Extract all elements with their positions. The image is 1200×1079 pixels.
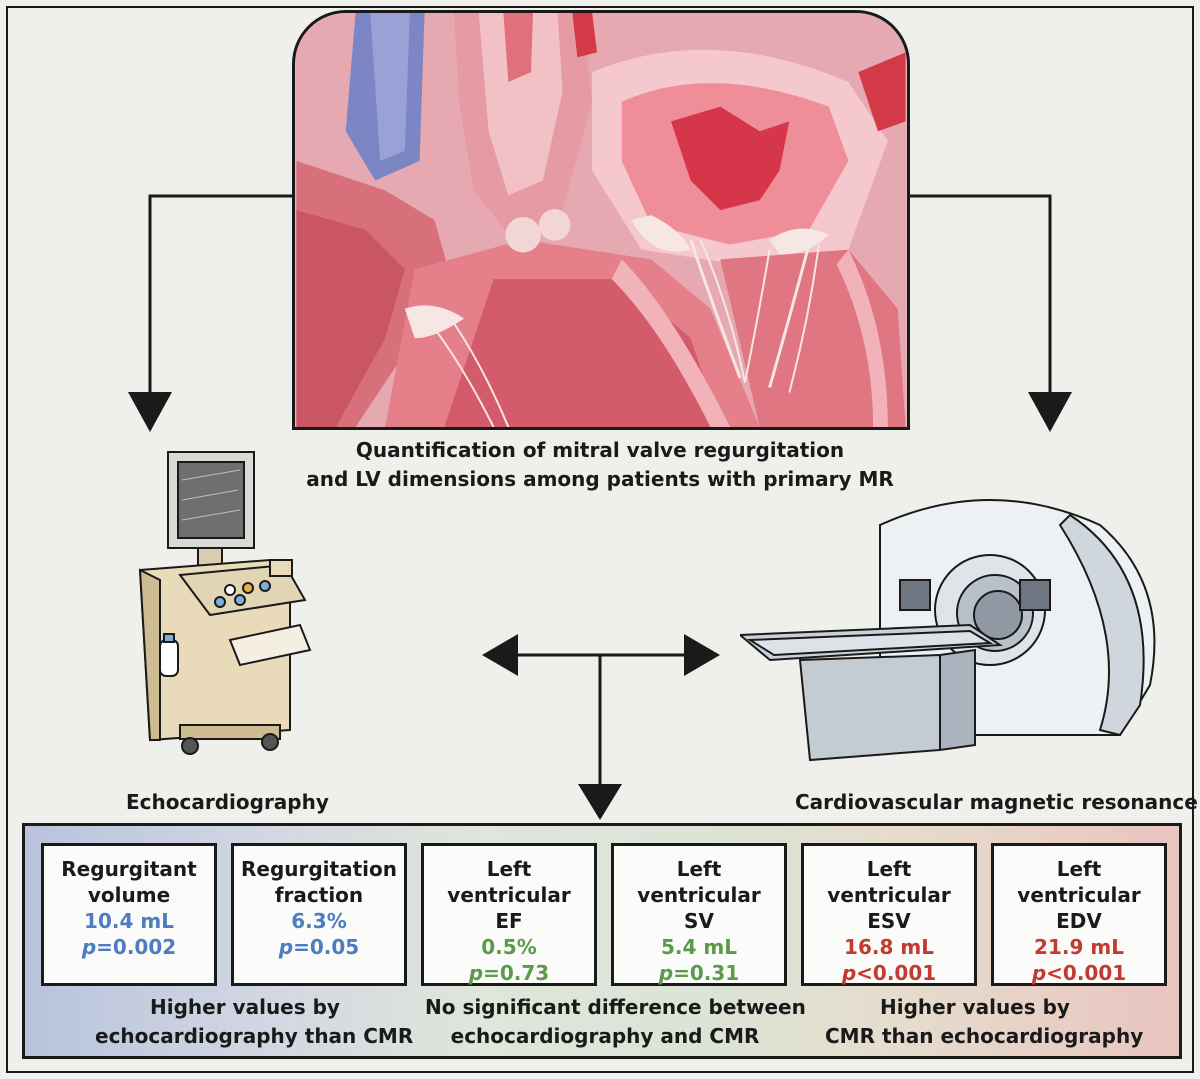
right-down-arrowhead (1028, 392, 1072, 432)
summary-line-2: CMR than echocardiography (825, 1024, 1144, 1048)
card-lv-ef: Left ventricular EF 0.5% p=0.73 (421, 843, 597, 986)
summary-line-1: No significant difference between (425, 995, 806, 1019)
cmr-label: Cardiovascular magnetic resonance (795, 790, 1198, 814)
echocardiography-machine (138, 451, 312, 755)
card-lv-edv: Left ventricular EDV 21.9 mL p<0.001 (991, 843, 1167, 986)
results-panel: Regurgitant volume 10.4 mL p=0.002 Regur… (22, 823, 1182, 1059)
card-title-line-1: Left ventricular (447, 857, 571, 907)
card-title-line-2: volume (87, 883, 171, 907)
card-title-line-2: fraction (274, 883, 364, 907)
card-title-line-1: Regurgitation (240, 857, 397, 881)
summary-line-1: Higher values by (150, 995, 340, 1019)
card-p-value: p<0.001 (841, 961, 937, 985)
study-caption: Quantification of mitral valve regurgita… (300, 436, 900, 494)
card-value: 5.4 mL (661, 935, 737, 959)
right-arrowhead (684, 634, 720, 676)
card-title-line-2: ESV (867, 909, 911, 933)
card-p-value: p=0.31 (658, 961, 740, 985)
heart-illustration (292, 10, 910, 430)
card-value: 21.9 mL (1034, 935, 1124, 959)
caption-line-1: Quantification of mitral valve regurgita… (355, 438, 845, 462)
card-title-line-2: EF (495, 909, 523, 933)
card-p-value: p=0.73 (468, 961, 550, 985)
left-arrowhead (482, 634, 518, 676)
card-title-line-2: EDV (1056, 909, 1102, 933)
summary-line-2: echocardiography and CMR (450, 1024, 760, 1048)
card-value: 10.4 mL (84, 909, 174, 933)
summary-line-2: echocardiography than CMR (95, 1024, 414, 1048)
card-regurgitant-volume: Regurgitant volume 10.4 mL p=0.002 (41, 843, 217, 986)
right-connector-line (910, 194, 1052, 392)
summary-no-difference: No significant difference between echoca… (425, 993, 806, 1051)
card-lv-sv: Left ventricular SV 5.4 mL p=0.31 (611, 843, 787, 986)
card-regurgitation-fraction: Regurgitation fraction 6.3% p=0.05 (231, 843, 407, 986)
summary-cmr-higher: Higher values by CMR than echocardiograp… (825, 993, 1144, 1051)
card-p-value: p<0.001 (1031, 961, 1127, 985)
card-lv-esv: Left ventricular ESV 16.8 mL p<0.001 (801, 843, 977, 986)
center-down-arrowhead (578, 784, 622, 820)
card-title-line-1: Left ventricular (827, 857, 951, 907)
left-connector-line (148, 194, 292, 392)
left-down-arrowhead (128, 392, 172, 432)
mri-scanner (740, 499, 1156, 762)
card-value: 0.5% (481, 935, 537, 959)
summary-echo-higher: Higher values by echocardiography than C… (95, 993, 414, 1051)
card-title-line-1: Left ventricular (1017, 857, 1141, 907)
card-value: 16.8 mL (844, 935, 934, 959)
card-title-line-2: SV (684, 909, 714, 933)
echocardiography-label: Echocardiography (126, 790, 329, 814)
card-title-line-1: Left ventricular (637, 857, 761, 907)
card-value: 6.3% (291, 909, 347, 933)
heart-cross-section-image (296, 13, 906, 427)
summary-line-1: Higher values by (880, 995, 1070, 1019)
card-title-line-1: Regurgitant (61, 857, 197, 881)
card-p-value: p=0.002 (81, 935, 177, 959)
caption-line-2: and LV dimensions among patients with pr… (306, 467, 894, 491)
card-p-value: p=0.05 (278, 935, 360, 959)
